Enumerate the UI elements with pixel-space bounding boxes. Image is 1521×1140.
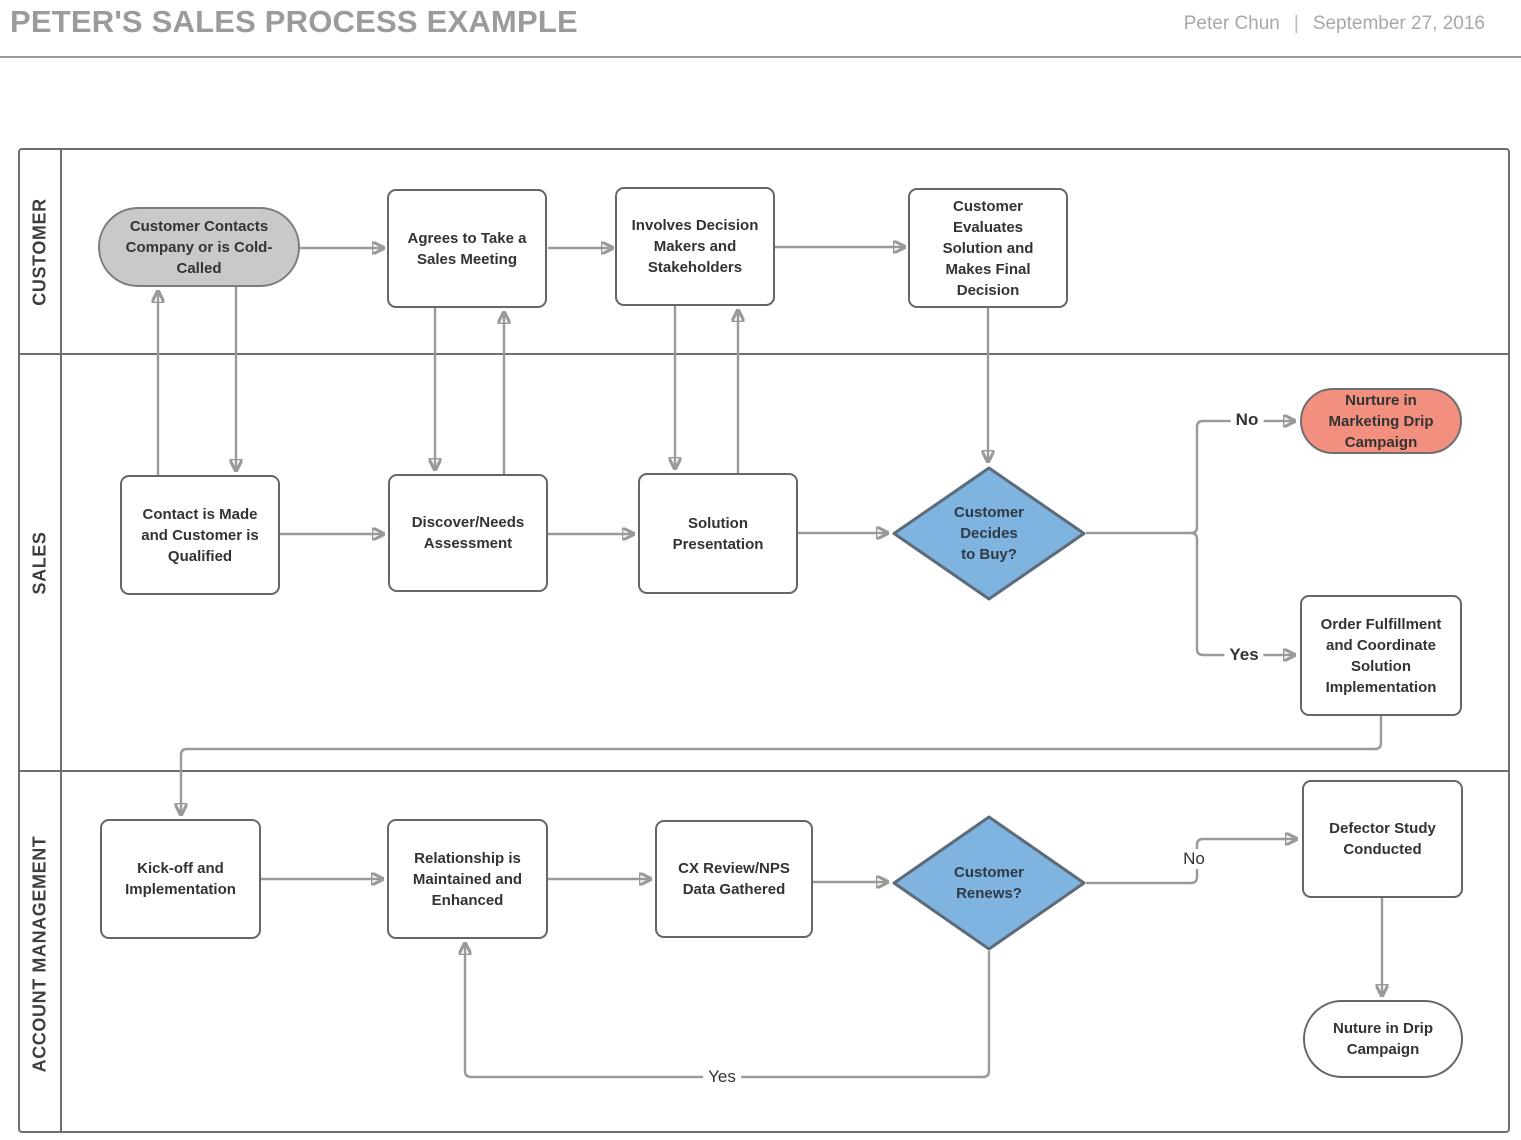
node-label: Defector Study Conducted [1329,820,1436,858]
header-meta: Peter Chun | September 27, 2016 [1184,13,1485,35]
node-label: Agrees to Take a Sales Meeting [407,229,527,268]
node-nurture-marketing-drip[interactable]: Nurture in Marketing Drip Campaign [1300,388,1462,454]
node-defector-study[interactable]: Defector Study Conducted [1302,780,1463,898]
node-label: Solution Presentation [672,514,764,553]
node-label: Kick-off and Implementation [125,860,236,898]
lane-customer: CUSTOMER [20,150,1508,355]
node-contact-made[interactable]: Contact is Made and Customer is Qualifie… [120,475,280,595]
header: PETER'S SALES PROCESS EXAMPLE Peter Chun… [0,0,1521,58]
lane-sales: SALES [20,355,1508,772]
node-label: Customer Evaluates Solution and Makes Fi… [942,197,1034,299]
node-label: Customer Renews? [953,864,1024,902]
node-customer-contacts[interactable]: Customer Contacts Company or is Cold-Cal… [98,207,300,287]
node-nuture-drip-campaign[interactable]: Nuture in Drip Campaign [1303,1000,1463,1078]
node-agrees-sales-meeting[interactable]: Agrees to Take a Sales Meeting [387,189,547,308]
node-label: Contact is Made and Customer is Qualifie… [141,505,259,565]
swimlane-container: CUSTOMER SALES ACCOUNT MANAGEMENT [18,148,1510,1133]
node-cx-review-nps[interactable]: CX Review/NPS Data Gathered [655,820,813,938]
decision-diamond-shape [892,466,1086,601]
node-label: Discover/Needs Assessment [411,514,525,552]
edge-label-no-marketing[interactable]: No [1230,410,1264,430]
lane-label-column [20,150,62,1131]
node-label: Involves Decision Makers and Stakeholder… [631,217,759,276]
edge-renews-yes-to-relationship [465,944,991,1079]
node-label: Customer Contacts Company or is Cold-Cal… [125,217,273,277]
node-involves-decision-makers[interactable]: Involves Decision Makers and Stakeholder… [615,187,775,306]
node-relationship-maintained[interactable]: Relationship is Maintained and Enhanced [387,819,548,939]
node-order-fulfillment[interactable]: Order Fulfillment and Coordinate Solutio… [1300,595,1462,716]
edge-label-no-defector[interactable]: No [1178,849,1210,869]
document-date: September 27, 2016 [1312,13,1485,34]
edge-order-to-kickoff [181,716,1383,814]
edge-decides-no-to-nurture [1190,421,1294,535]
meta-divider: | [1293,13,1299,34]
node-customer-decides-to-buy[interactable]: Customer Decides to Buy? [892,466,1086,601]
node-label: Order Fulfillment and Coordinate Solutio… [1320,615,1442,696]
page-title: PETER'S SALES PROCESS EXAMPLE [10,4,578,39]
node-customer-renews[interactable]: Customer Renews? [892,815,1086,951]
node-label: Nuture in Drip Campaign [1333,1020,1433,1058]
node-discover-needs[interactable]: Discover/Needs Assessment [388,474,548,592]
node-label: Nurture in Marketing Drip Campaign [1328,391,1434,451]
node-solution-presentation[interactable]: Solution Presentation [638,473,798,594]
edge-label-yes-order[interactable]: Yes [1224,645,1264,665]
node-label: Relationship is Maintained and Enhanced [412,849,523,909]
edge-decides-yes-to-order [1190,531,1294,655]
node-kickoff-implementation[interactable]: Kick-off and Implementation [100,819,261,939]
node-customer-evaluates[interactable]: Customer Evaluates Solution and Makes Fi… [908,188,1068,308]
edge-label-yes-renew[interactable]: Yes [703,1067,741,1087]
node-label: Customer Decides to Buy? [953,504,1024,563]
decision-diamond-shape [892,815,1086,951]
author-name: Peter Chun [1183,13,1280,34]
node-label: CX Review/NPS Data Gathered [678,860,790,898]
